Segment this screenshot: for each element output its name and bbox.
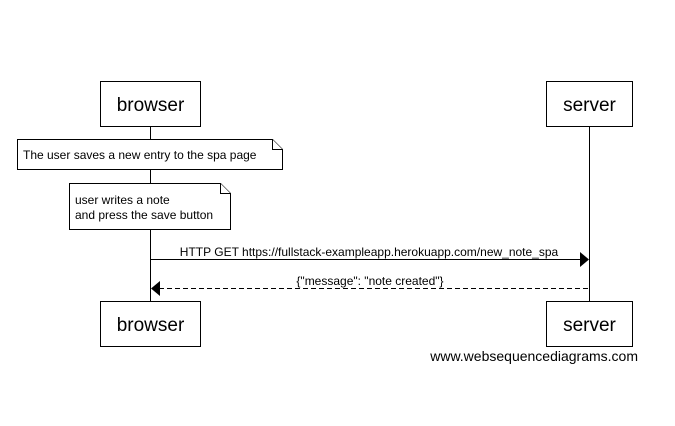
footer-watermark: www.websequencediagrams.com — [429, 348, 638, 364]
response-message: {"message": "note created"} — [151, 274, 590, 296]
note-user-saves-text: The user saves a new entry to the spa pa… — [23, 148, 257, 162]
note-user-writes-line1: user writes a note — [75, 193, 170, 207]
request-message: HTTP GET https://fullstack-exampleapp.he… — [150, 245, 589, 267]
response-message-label: {"message": "note created"} — [296, 274, 443, 288]
browser-actor-bottom: browser — [100, 301, 201, 347]
browser-actor-top: browser — [100, 81, 201, 127]
note-user-writes: user writes a note and press the save bu… — [69, 183, 231, 230]
note-user-saves: The user saves a new entry to the spa pa… — [17, 139, 283, 170]
browser-actor-top-label: browser — [117, 95, 185, 116]
server-actor-bottom: server — [546, 301, 633, 347]
response-arrowhead — [151, 281, 160, 296]
server-actor-top-label: server — [563, 95, 616, 116]
server-actor-top: server — [546, 81, 633, 127]
browser-actor-bottom-label: browser — [117, 315, 185, 336]
server-actor-bottom-label: server — [563, 315, 616, 336]
note-user-writes-line2: and press the save button — [75, 208, 213, 222]
request-arrowhead — [580, 252, 589, 267]
request-message-label: HTTP GET https://fullstack-exampleapp.he… — [180, 245, 559, 259]
